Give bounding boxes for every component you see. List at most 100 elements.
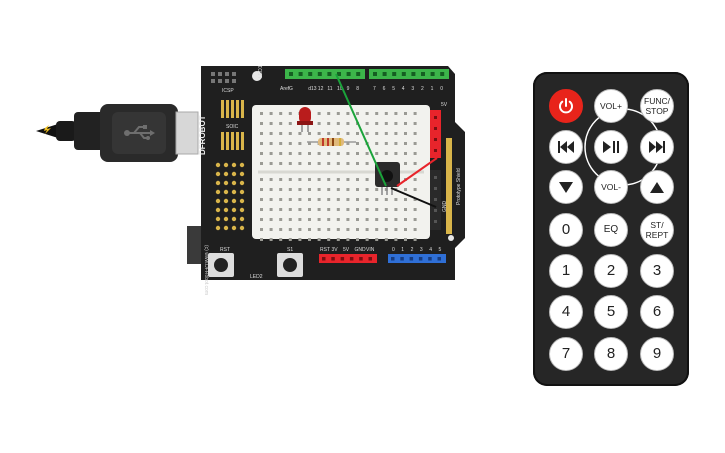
breadboard-hole: [336, 188, 340, 191]
digit-4-button[interactable]: 4: [549, 295, 583, 329]
rail-hole: [434, 220, 437, 223]
header-pin: [411, 72, 416, 76]
breadboard-hole: [394, 122, 398, 125]
proto-pad: [223, 162, 229, 168]
down-button[interactable]: [549, 170, 583, 204]
resistor[interactable]: [307, 138, 356, 146]
rail-hole: [434, 176, 437, 179]
vol-down-button[interactable]: VOL-: [594, 170, 628, 204]
breadboard-hole: [279, 218, 283, 221]
analog-pin-label: 3: [420, 247, 423, 253]
breadboard-hole: [413, 208, 417, 211]
analog-pin-label: 0: [392, 247, 395, 253]
breadboard-hole: [298, 198, 302, 201]
header-pin: [317, 72, 322, 76]
digit-6-button[interactable]: 6: [640, 295, 674, 329]
breadboard-hole: [404, 188, 407, 191]
digital-header-right: [369, 69, 449, 79]
breadboard-hole: [269, 208, 273, 211]
header-pin-label: 11: [327, 86, 332, 92]
breadboard-hole: [413, 152, 417, 155]
usb-cable[interactable]: [36, 104, 199, 162]
proto-pad: [231, 162, 237, 168]
breadboard-hole: [288, 112, 292, 115]
breadboard-hole: [317, 162, 321, 165]
breadboard-hole: [308, 218, 311, 221]
ir-remote: VOL+ FUNC/ STOP VOL- 0: [533, 72, 689, 386]
breadboard-hole: [288, 228, 292, 231]
s1-button[interactable]: [277, 253, 303, 277]
digit-label: 3: [652, 262, 662, 279]
digit-5-button[interactable]: 5: [594, 295, 628, 329]
breadboard-hole: [404, 132, 407, 135]
digit-3-button[interactable]: 3: [640, 254, 674, 288]
power-button[interactable]: [549, 89, 583, 123]
breadboard-hole: [269, 142, 273, 145]
breadboard-hole: [375, 122, 379, 125]
red-led[interactable]: [297, 107, 313, 132]
breadboard-hole: [336, 162, 340, 165]
green-wire[interactable]: [335, 73, 387, 187]
digit-7-button[interactable]: 7: [549, 337, 583, 371]
rail-hole: [434, 187, 437, 190]
breadboard-hole: [346, 132, 350, 135]
digit-8-button[interactable]: 8: [594, 337, 628, 371]
breadboard-hole: [394, 132, 398, 135]
digit-1-button[interactable]: 1: [549, 254, 583, 288]
header-pin: [392, 72, 397, 76]
breadboard-hole: [308, 188, 311, 191]
eq-button[interactable]: EQ: [594, 213, 628, 247]
breadboard-hole: [346, 238, 350, 241]
breadboard-hole: [327, 162, 331, 165]
header-pin: [440, 72, 445, 76]
proto-pad: [239, 198, 245, 204]
breadboard-hole: [356, 142, 359, 145]
digit-label: 8: [606, 345, 616, 362]
play-pause-button[interactable]: [594, 130, 628, 164]
header-pin-label: 6: [383, 86, 386, 92]
ir-receiver[interactable]: [375, 162, 400, 195]
breadboard-hole: [327, 198, 331, 201]
digit-9-button[interactable]: 9: [640, 337, 674, 371]
breadboard-hole: [327, 132, 331, 135]
header-pin: [391, 257, 395, 261]
red-wire[interactable]: [396, 157, 438, 187]
breadboard-hole: [336, 238, 340, 241]
breadboard-hole: [356, 198, 359, 201]
header-pin: [409, 257, 414, 261]
header-pin: [421, 72, 425, 76]
black-wire[interactable]: [390, 187, 437, 208]
breadboard-hole: [384, 238, 388, 241]
breadboard-hole: [356, 112, 359, 115]
breadboard-hole: [413, 238, 417, 241]
proto-pad: [223, 198, 229, 204]
vol-down-label: VOL-: [601, 182, 621, 192]
breadboard-hole: [413, 218, 417, 221]
breadboard-hole: [394, 238, 398, 241]
breadboard-hole: [365, 132, 369, 135]
breadboard-hole: [288, 162, 292, 165]
breadboard-hole: [365, 112, 369, 115]
up-button[interactable]: [640, 170, 674, 204]
breadboard-hole: [356, 152, 359, 155]
digit-0-button[interactable]: 0: [549, 213, 583, 247]
breadboard-hole: [413, 188, 417, 191]
reset-button[interactable]: [208, 253, 234, 277]
breadboard-hole: [413, 198, 417, 201]
arrow-up-icon: [650, 181, 664, 193]
header-pin: [401, 72, 406, 76]
breadboard-hole: [288, 132, 292, 135]
breadboard-hole: [384, 198, 388, 201]
st-rept-button[interactable]: ST/ REPT: [640, 213, 674, 247]
vol-up-button[interactable]: VOL+: [594, 89, 628, 123]
breadboard-hole: [260, 228, 263, 231]
svg-text:GND: GND: [442, 201, 448, 213]
next-button[interactable]: [640, 130, 674, 164]
breadboard-hole: [404, 198, 407, 201]
func-stop-button[interactable]: FUNC/ STOP: [640, 89, 674, 123]
proto-pad: [215, 171, 221, 177]
prev-button[interactable]: [549, 130, 583, 164]
breadboard-hole: [365, 178, 369, 181]
header-pin-label: 10: [337, 86, 343, 92]
digit-2-button[interactable]: 2: [594, 254, 628, 288]
